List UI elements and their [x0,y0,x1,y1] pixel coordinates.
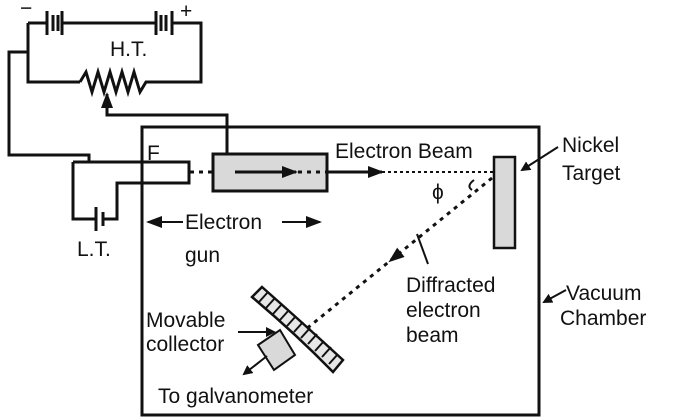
electron-beam-label: Electron Beam [335,140,473,163]
diffracted-label-2: electron [406,299,481,322]
filament-circuit [71,160,191,231]
filament-label: F [147,142,160,165]
electron-gun-label-2: gun [185,244,220,267]
galvanometer-label: To galvanometer [158,385,313,408]
rheostat-resistor [78,66,148,98]
galvanometer-arrow [242,355,268,376]
high-tension-circuit [7,11,229,162]
vacuum-label-1: Vacuum [566,282,641,305]
nickel-target-label-1: Nickel [562,134,619,157]
rheostat-wiper[interactable] [101,92,229,154]
collector-scale [250,285,345,374]
lt-label: L.T. [77,238,111,261]
ht-battery-left [45,11,64,35]
angle-arc [468,179,475,191]
diffracted-label-3: beam [406,324,459,347]
nickel-target-pointer [520,146,559,172]
minus-sign: − [20,0,32,20]
nickel-target [492,155,517,250]
collector-label-1: Movable [146,309,225,332]
ht-battery-right [154,11,174,35]
movable-collector[interactable] [256,328,297,372]
diffracted-label-1: Diffracted [406,274,496,297]
wire-to-filament [7,50,91,162]
ht-label: H.T. [110,38,147,61]
angle-phi-label: ϕ [432,181,444,204]
vacuum-label-2: Chamber [560,307,646,330]
nickel-target-label-2: Target [562,162,621,185]
electron-gun-label-1: Electron [185,211,262,234]
collector-label-2: collector [146,333,224,356]
diffracted-pointer [416,233,429,265]
plus-sign: + [180,0,192,23]
vacuum-chamber [140,125,541,417]
vacuum-chamber-pointer [542,289,567,303]
lt-battery [94,207,105,231]
